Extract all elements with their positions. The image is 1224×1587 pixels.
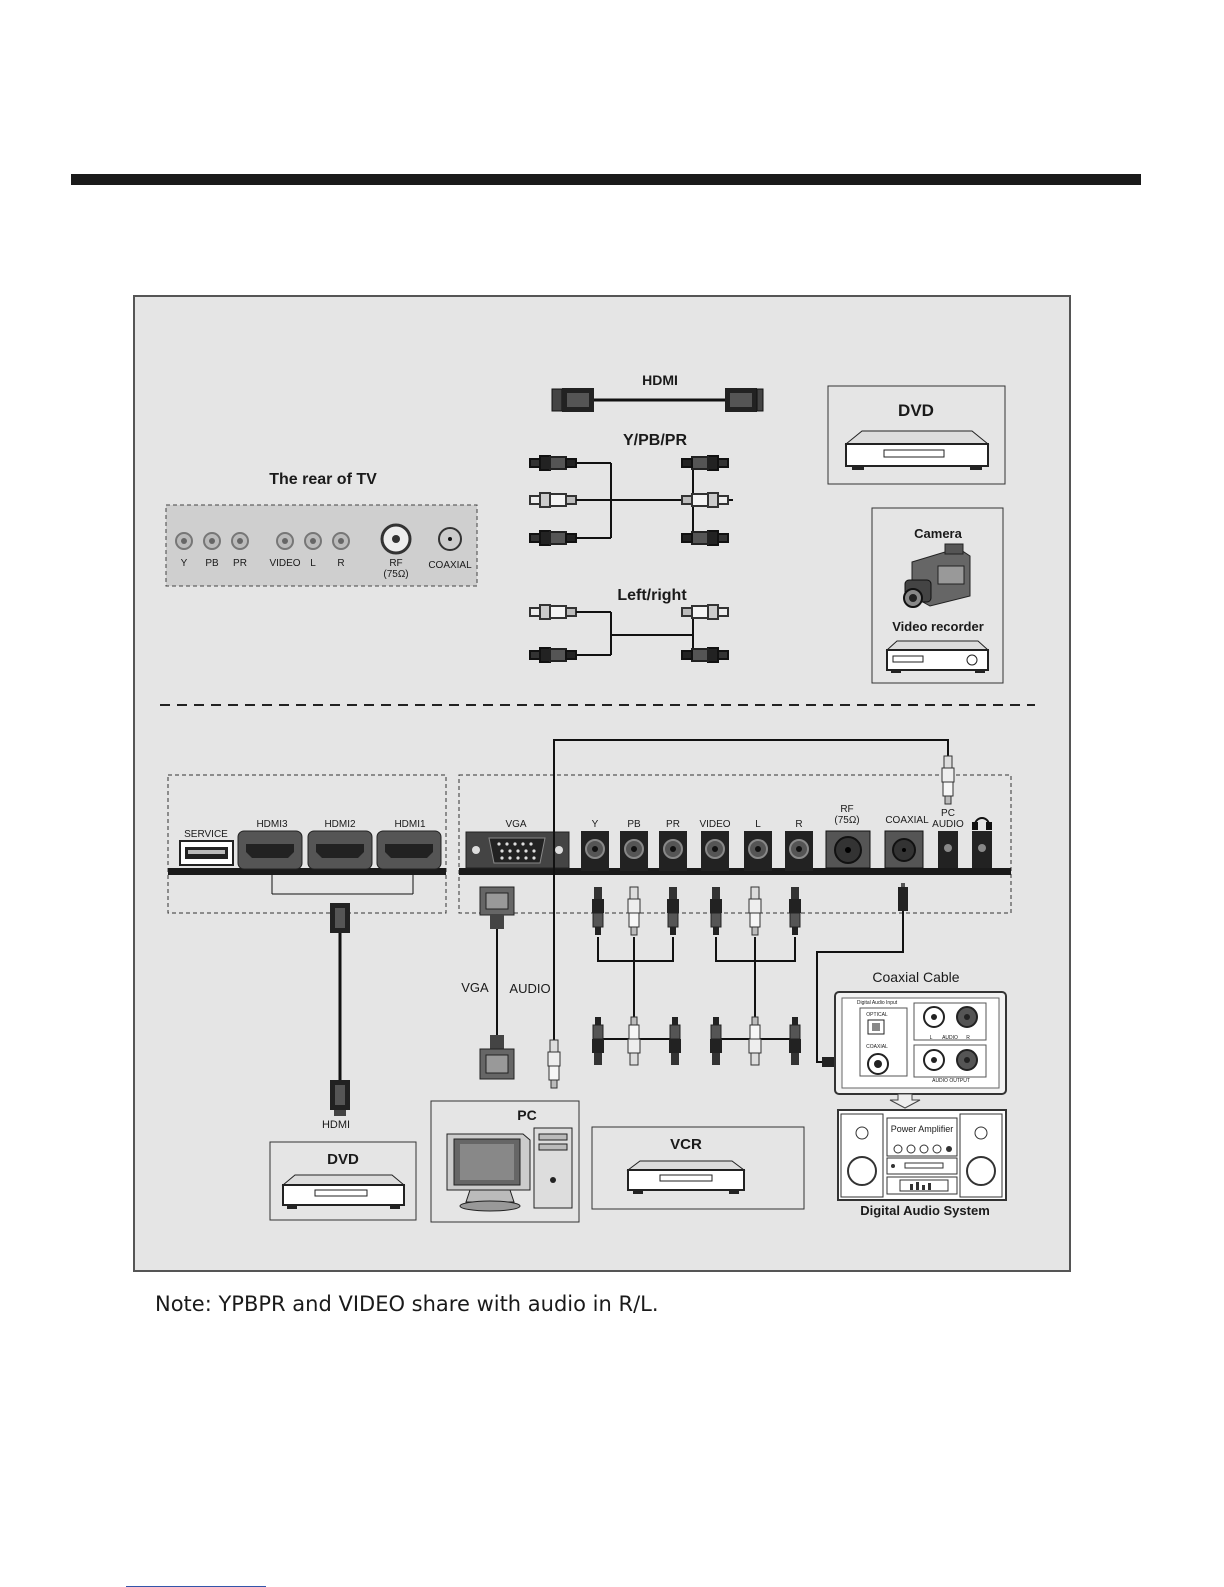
dvd-player-icon-bottom	[281, 1174, 406, 1209]
digital-audio-input-label: Digital Audio Input	[857, 1000, 898, 1006]
rear-jacks	[175, 523, 462, 555]
hdmi1-port[interactable]	[376, 830, 442, 870]
rear-label-coaxial: COAXIAL	[428, 560, 472, 571]
pc-audio-label-2: AUDIO	[932, 819, 964, 830]
digital-audio-system-icon	[837, 1109, 1007, 1201]
hdmi-bracket-line	[271, 875, 414, 895]
dvd-label-bottom: DVD	[327, 1151, 359, 1168]
power-amplifier-label: Power Amplifier	[891, 1124, 954, 1134]
dvd-player-icon	[844, 430, 990, 470]
port-label-y: Y	[592, 819, 599, 830]
hdmi2-label: HDMI2	[324, 819, 356, 830]
video-recorder-label: Video recorder	[892, 619, 984, 634]
note-text: Note: YPBPR and VIDEO share with audio i…	[155, 1292, 659, 1316]
hdmi2-port[interactable]	[307, 830, 373, 870]
dvd-label-top: DVD	[898, 401, 934, 420]
hdmi1-label: HDMI1	[394, 819, 426, 830]
headphone-port[interactable]	[972, 831, 992, 868]
port-label-l: L	[755, 819, 761, 830]
rf-port-label: RF	[840, 804, 853, 815]
audio-output-label: AUDIO OUTPUT	[932, 1078, 970, 1084]
service-label: SERVICE	[184, 829, 228, 840]
rear-label-rf: RF	[389, 558, 402, 569]
ypbpr-cable-label: Y/PB/PR	[623, 432, 687, 449]
hdmi3-label: HDMI3	[256, 819, 288, 830]
vga-cable	[479, 886, 515, 1080]
lr-cable-label: Left/right	[617, 587, 687, 604]
vcr-icon	[626, 1160, 746, 1194]
digital-audio-input-box	[834, 991, 1007, 1095]
pc-audio-plug-top	[941, 755, 955, 805]
pc-audio-port[interactable]	[938, 831, 958, 868]
rear-label-r: R	[337, 558, 344, 569]
rf-port-ohm-label: (75Ω)	[834, 815, 859, 826]
rear-label-rf-ohm: (75Ω)	[383, 569, 408, 580]
av-panel-outline	[458, 774, 1012, 914]
coaxial-input-label: COAXIAL	[866, 1044, 888, 1050]
pc-audio-label-1: PC	[941, 808, 955, 819]
hdmi3-port[interactable]	[237, 830, 303, 870]
header-rule	[71, 174, 1141, 185]
coaxial-cable-label: Coaxial Cable	[872, 969, 959, 985]
headphone-icon	[972, 817, 992, 830]
port-label-video: VIDEO	[699, 819, 730, 830]
video-recorder-icon	[885, 640, 990, 673]
digital-audio-system-label: Digital Audio System	[860, 1203, 990, 1218]
hdmi-device-cable	[330, 903, 350, 1116]
rear-label-video: VIDEO	[269, 558, 300, 569]
hdmi-cable-label: HDMI	[642, 372, 678, 388]
av-plugs-bottom	[591, 1016, 802, 1066]
av-plugs-top	[591, 886, 802, 936]
vga-port-label: VGA	[505, 819, 526, 830]
hdmi-panel-base	[168, 868, 446, 875]
service-usb-port[interactable]	[179, 840, 234, 866]
pc-icon	[446, 1127, 573, 1212]
audio-l-label: L	[930, 1035, 933, 1041]
audio-r-label: R	[966, 1035, 970, 1041]
pc-audio-plug-bottom	[547, 1039, 561, 1089]
audio-cable-label: AUDIO	[509, 981, 550, 996]
vcr-label: VCR	[670, 1136, 702, 1153]
audio-mid-label: AUDIO	[942, 1035, 958, 1041]
camera-icon	[903, 543, 971, 608]
port-label-pb: PB	[627, 819, 641, 830]
camera-label: Camera	[914, 526, 962, 541]
coaxial-port-label: COAXIAL	[885, 815, 929, 826]
rear-label-y: Y	[181, 558, 188, 569]
coaxial-port[interactable]	[884, 830, 924, 869]
rear-label-pb: PB	[205, 558, 219, 569]
pc-label: PC	[517, 1107, 536, 1123]
pc-audio-cable	[553, 739, 949, 1045]
port-label-r: R	[795, 819, 802, 830]
rear-label-pr: PR	[233, 558, 247, 569]
hdmi-panel-outline	[167, 774, 447, 914]
optical-label: OPTICAL	[866, 1012, 888, 1018]
av-input-jacks[interactable]	[580, 830, 814, 872]
rf-port[interactable]	[825, 830, 871, 869]
vga-cable-label: VGA	[461, 980, 489, 995]
arrow-down-icon	[889, 1093, 921, 1109]
av-panel-base	[459, 868, 1011, 875]
hdmi-cable-icon	[551, 388, 764, 412]
lr-cable-icon	[529, 604, 729, 663]
vga-port[interactable]	[465, 831, 570, 869]
rear-label-l: L	[310, 558, 316, 569]
rear-of-tv-title: The rear of TV	[269, 471, 377, 488]
ypbpr-cable-icon	[529, 455, 733, 546]
port-label-pr: PR	[666, 819, 680, 830]
hdmi-cable-device-label: HDMI	[322, 1119, 350, 1131]
